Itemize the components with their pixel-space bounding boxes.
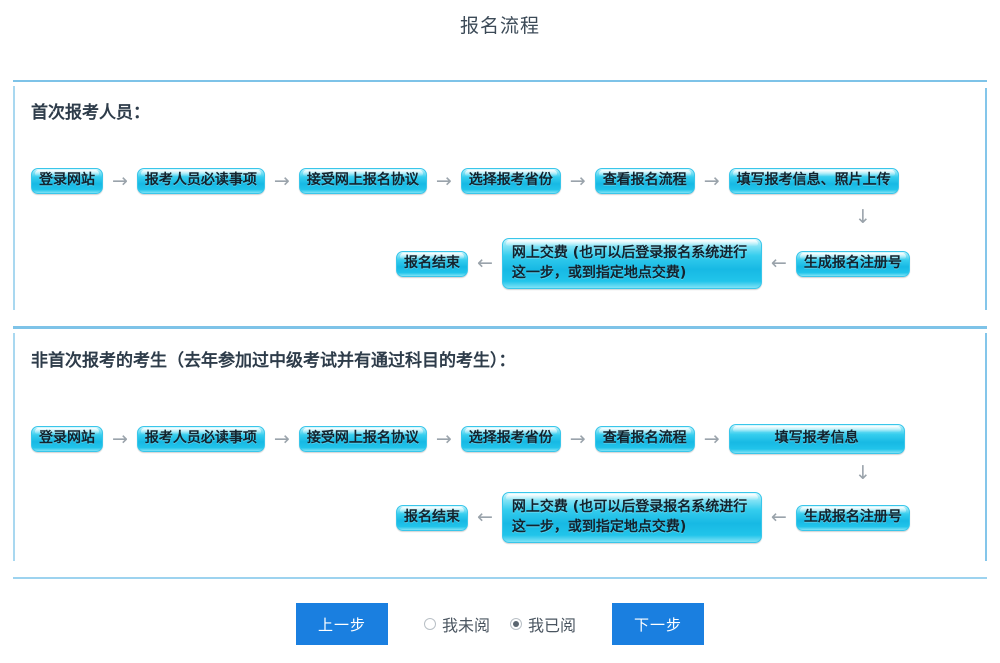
flow-step-fill-info[interactable]: 填写报考信息 [728,424,905,454]
arrow-right-icon: → [273,169,290,192]
flow-step-registration-complete[interactable]: 报名结束 [396,250,468,277]
radio-have-read[interactable]: 我已阅 [510,612,576,636]
section-1-left-border [13,86,15,310]
flow-step-required-reading[interactable]: 报考人员必读事项 [136,168,265,194]
flow-step-label: 报名结束 [404,508,460,525]
arrow-left-icon: ← [770,252,787,274]
flow-step-registration-complete[interactable]: 报名结束 [396,504,468,531]
flow-step-label: 填写报考信息 [774,430,859,446]
section-2-heading: 非首次报考的考生（去年参加过中级考试并有通过科目的考生）： [31,346,516,371]
flow-step-label: 报名结束 [404,254,460,271]
flow-step-label: 报考人员必读事项 [144,172,257,188]
arrow-right-icon: → [703,427,720,450]
flow-step-login-website[interactable]: 登录网站 [31,426,103,452]
arrow-down-icon: ↓ [855,206,871,228]
flow-step-online-payment[interactable]: 网上交费 (也可以后登录报名系统进行这一步，或到指定地点交费) [501,238,762,289]
arrow-left-icon: ← [477,506,493,528]
section-1-right-border [985,88,987,310]
flow-step-generate-registration-number[interactable]: 生成报名注册号 [795,504,910,531]
read-confirmation-radio-group: 我未阅 我已阅 [423,612,576,636]
section-2-flow-row-1: 登录网站 → 报考人员必读事项 → 接受网上报名协议 → 选择报考省份 → 查看… [31,424,905,454]
flow-step-label: 查看报名流程 [602,430,687,446]
page-title: 报名流程 [459,15,540,37]
section-1-flow-row-1: 登录网站 → 报考人员必读事项 → 接受网上报名协议 → 选择报考省份 → 查看… [31,168,899,194]
next-step-button[interactable]: 下一步 [612,603,705,645]
section-2-right-border [985,333,987,561]
radio-have-read-label: 我已阅 [528,616,577,635]
radio-have-read-dot[interactable] [510,618,522,630]
arrow-right-icon: → [273,427,290,450]
flow-step-view-process[interactable]: 查看报名流程 [594,426,695,452]
arrow-right-icon: → [112,169,128,192]
section-2-heading-sub: （去年参加过中级考试并有通过科目的考生）： [167,351,516,371]
flow-step-label: 登录网站 [39,172,95,188]
flow-step-view-process[interactable]: 查看报名流程 [594,168,695,194]
radio-not-read-dot[interactable] [423,618,436,630]
flow-step-accept-agreement[interactable]: 接受网上报名协议 [298,168,427,194]
flow-step-label: 网上交费 (也可以后登录报名系统进行这一步，或到指定地点交费) [511,499,748,535]
arrow-down-icon: ↓ [855,462,871,484]
flow-step-label: 生成报名注册号 [803,254,902,271]
previous-step-button[interactable]: 上一步 [295,603,388,645]
arrow-right-icon: → [703,169,720,192]
section-1-flow-row-2: 报名结束 ← 网上交费 (也可以后登录报名系统进行这一步，或到指定地点交费) ←… [396,238,910,289]
arrow-right-icon: → [569,169,586,192]
section-2-heading-main: 非首次报考的考生 [31,351,167,371]
arrow-left-icon: ← [477,252,493,274]
flow-step-label: 选择报考省份 [468,430,553,446]
flow-step-online-payment[interactable]: 网上交费 (也可以后登录报名系统进行这一步，或到指定地点交费) [501,492,762,543]
flow-step-label: 选择报考省份 [468,172,553,188]
flow-step-label: 接受网上报名协议 [306,172,419,188]
flow-step-label: 生成报名注册号 [803,508,902,525]
flow-step-label: 填写报考信息、照片上传 [736,172,891,188]
arrow-right-icon: → [435,169,452,192]
section-2-flow-row-2: 报名结束 ← 网上交费 (也可以后登录报名系统进行这一步，或到指定地点交费) ←… [396,492,910,543]
flow-step-required-reading[interactable]: 报考人员必读事项 [136,426,265,452]
section-divider-middle [13,326,987,329]
arrow-right-icon: → [112,427,128,450]
section-divider-bottom [13,577,987,579]
flow-step-fill-info-upload-photo[interactable]: 填写报考信息、照片上传 [728,168,899,194]
section-2-left-border [13,333,15,561]
flow-step-accept-agreement[interactable]: 接受网上报名协议 [298,426,427,452]
flow-step-label: 报考人员必读事项 [144,430,257,446]
radio-not-read[interactable]: 我未阅 [423,612,490,636]
footer-controls: 上一步 我未阅 我已阅 下一步 [0,603,1000,645]
flow-step-select-province[interactable]: 选择报考省份 [460,426,561,452]
arrow-right-icon: → [435,427,452,450]
flow-step-label: 接受网上报名协议 [306,430,419,446]
flow-step-select-province[interactable]: 选择报考省份 [460,168,561,194]
radio-not-read-label: 我未阅 [441,616,490,635]
section-divider-top [13,80,987,82]
flow-step-label: 查看报名流程 [602,172,687,188]
section-1-heading: 首次报考人员： [31,103,150,123]
flow-step-label: 登录网站 [39,430,95,446]
arrow-right-icon: → [569,427,586,450]
flow-step-generate-registration-number[interactable]: 生成报名注册号 [795,250,910,277]
flow-step-label: 网上交费 (也可以后登录报名系统进行这一步，或到指定地点交费) [511,245,748,281]
flow-step-login-website[interactable]: 登录网站 [31,168,103,194]
arrow-left-icon: ← [770,506,787,528]
